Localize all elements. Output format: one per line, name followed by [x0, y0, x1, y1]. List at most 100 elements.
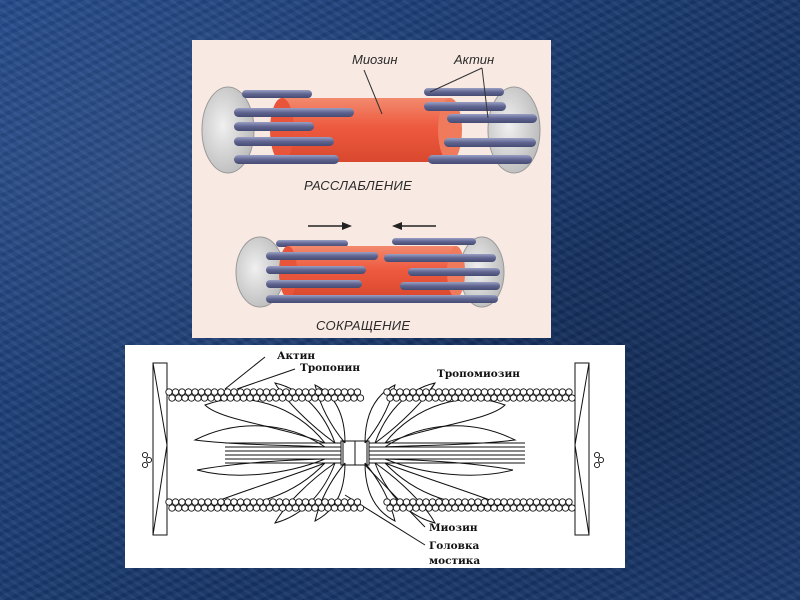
actin-bead [354, 389, 360, 395]
actin-bead [302, 499, 308, 505]
actin-rod [266, 266, 366, 274]
relaxed-sarcomere: Миозин Актин РАССЛАБЛЕНИЕ [202, 52, 540, 193]
actin-bead [357, 395, 363, 401]
actin-bead [341, 499, 347, 505]
actin-bead [292, 395, 298, 401]
actin-bead [546, 499, 552, 505]
actin-bead [488, 499, 494, 505]
troponin-label: Тропонин [300, 362, 360, 374]
actin-bead [442, 499, 448, 505]
contracted-sarcomere: СОКРАЩЕНИЕ [236, 222, 504, 333]
actin-bead [494, 499, 500, 505]
actin-bead [315, 499, 321, 505]
actin-bead [449, 389, 455, 395]
actin-bead [510, 395, 516, 401]
actin-bead [218, 499, 224, 505]
actin-bead [214, 395, 220, 401]
actin-bead [533, 499, 539, 505]
actin-bead [247, 505, 253, 511]
actin-bead [488, 389, 494, 395]
actin-bead [393, 395, 399, 401]
actin-bead [497, 395, 503, 401]
actin-bead [549, 505, 555, 511]
sarcomere-3d-svg: Миозин Актин РАССЛАБЛЕНИЕ [192, 40, 551, 338]
actin-bead [484, 395, 490, 401]
actin-bead [166, 389, 172, 395]
actin-bead [273, 395, 279, 401]
actin-bead [273, 505, 279, 511]
actin-bead [195, 505, 201, 511]
actin-bead [527, 499, 533, 505]
z-line-right-diagonal [575, 363, 589, 445]
actin-bead [553, 389, 559, 395]
actin-bead [179, 389, 185, 395]
actin-bead [432, 395, 438, 401]
actin-bead [393, 505, 399, 511]
actin-bead [172, 389, 178, 395]
actin-bead [195, 395, 201, 401]
actin-bead [234, 505, 240, 511]
actin-rod [392, 238, 476, 245]
actin-bead [305, 505, 311, 511]
actin-bead [221, 395, 227, 401]
actin-bead [257, 499, 263, 505]
actin-rod [234, 155, 339, 164]
actin-bead [224, 389, 230, 395]
sarcomere-3d-diagram: Миозин Актин РАССЛАБЛЕНИЕ [192, 40, 551, 338]
actin-bead [406, 505, 412, 511]
actin-bead [325, 395, 331, 401]
actin-bead [286, 505, 292, 511]
actin-bead [533, 389, 539, 395]
actin-bead [188, 505, 194, 511]
actin-bead [198, 389, 204, 395]
actin-bead [318, 505, 324, 511]
actin-bead [491, 395, 497, 401]
actin-bead [478, 395, 484, 401]
actin-bead [465, 395, 471, 401]
actin-bead [250, 389, 256, 395]
actin-bead [348, 389, 354, 395]
actin-bead [266, 505, 272, 511]
actin-bead [237, 389, 243, 395]
tropomyosin-label: Тропомиозин [437, 368, 520, 380]
actin-bead [536, 395, 542, 401]
actin-bead [517, 505, 523, 511]
actin-bead [458, 395, 464, 401]
actin-bead [198, 499, 204, 505]
actin-bead [221, 505, 227, 511]
actin-bead [523, 395, 529, 401]
actin-bead [462, 499, 468, 505]
actin-bead [266, 395, 272, 401]
actin-bead [315, 389, 321, 395]
actin-bead [400, 505, 406, 511]
actin-label: Актин [277, 350, 315, 362]
actin-bead [536, 505, 542, 511]
actin-bead [462, 389, 468, 395]
actin-bead [240, 505, 246, 511]
actin-bead [384, 499, 390, 505]
actin-bead [426, 505, 432, 511]
actin-bead [465, 505, 471, 511]
actin-bead [494, 389, 500, 395]
actin-bead [471, 395, 477, 401]
actin-bead [549, 395, 555, 401]
actin-bead [309, 389, 315, 395]
actin-bead [276, 389, 282, 395]
actin-bead [406, 395, 412, 401]
actin-bead [556, 505, 562, 511]
actin-bead [413, 395, 419, 401]
actin-bead [436, 389, 442, 395]
z-line-right [575, 363, 589, 535]
actin-bead [205, 499, 211, 505]
actin-bead [403, 499, 409, 505]
actin-bead [403, 389, 409, 395]
actin-bead [540, 499, 546, 505]
actin-rod [384, 254, 496, 262]
actin-bead [520, 389, 526, 395]
actin-rod [266, 295, 382, 303]
myosin-label: Миозин [352, 52, 398, 67]
actin-bead [445, 505, 451, 511]
actin-bead [302, 389, 308, 395]
actin-bead [201, 505, 207, 511]
actin-bead [185, 499, 191, 505]
